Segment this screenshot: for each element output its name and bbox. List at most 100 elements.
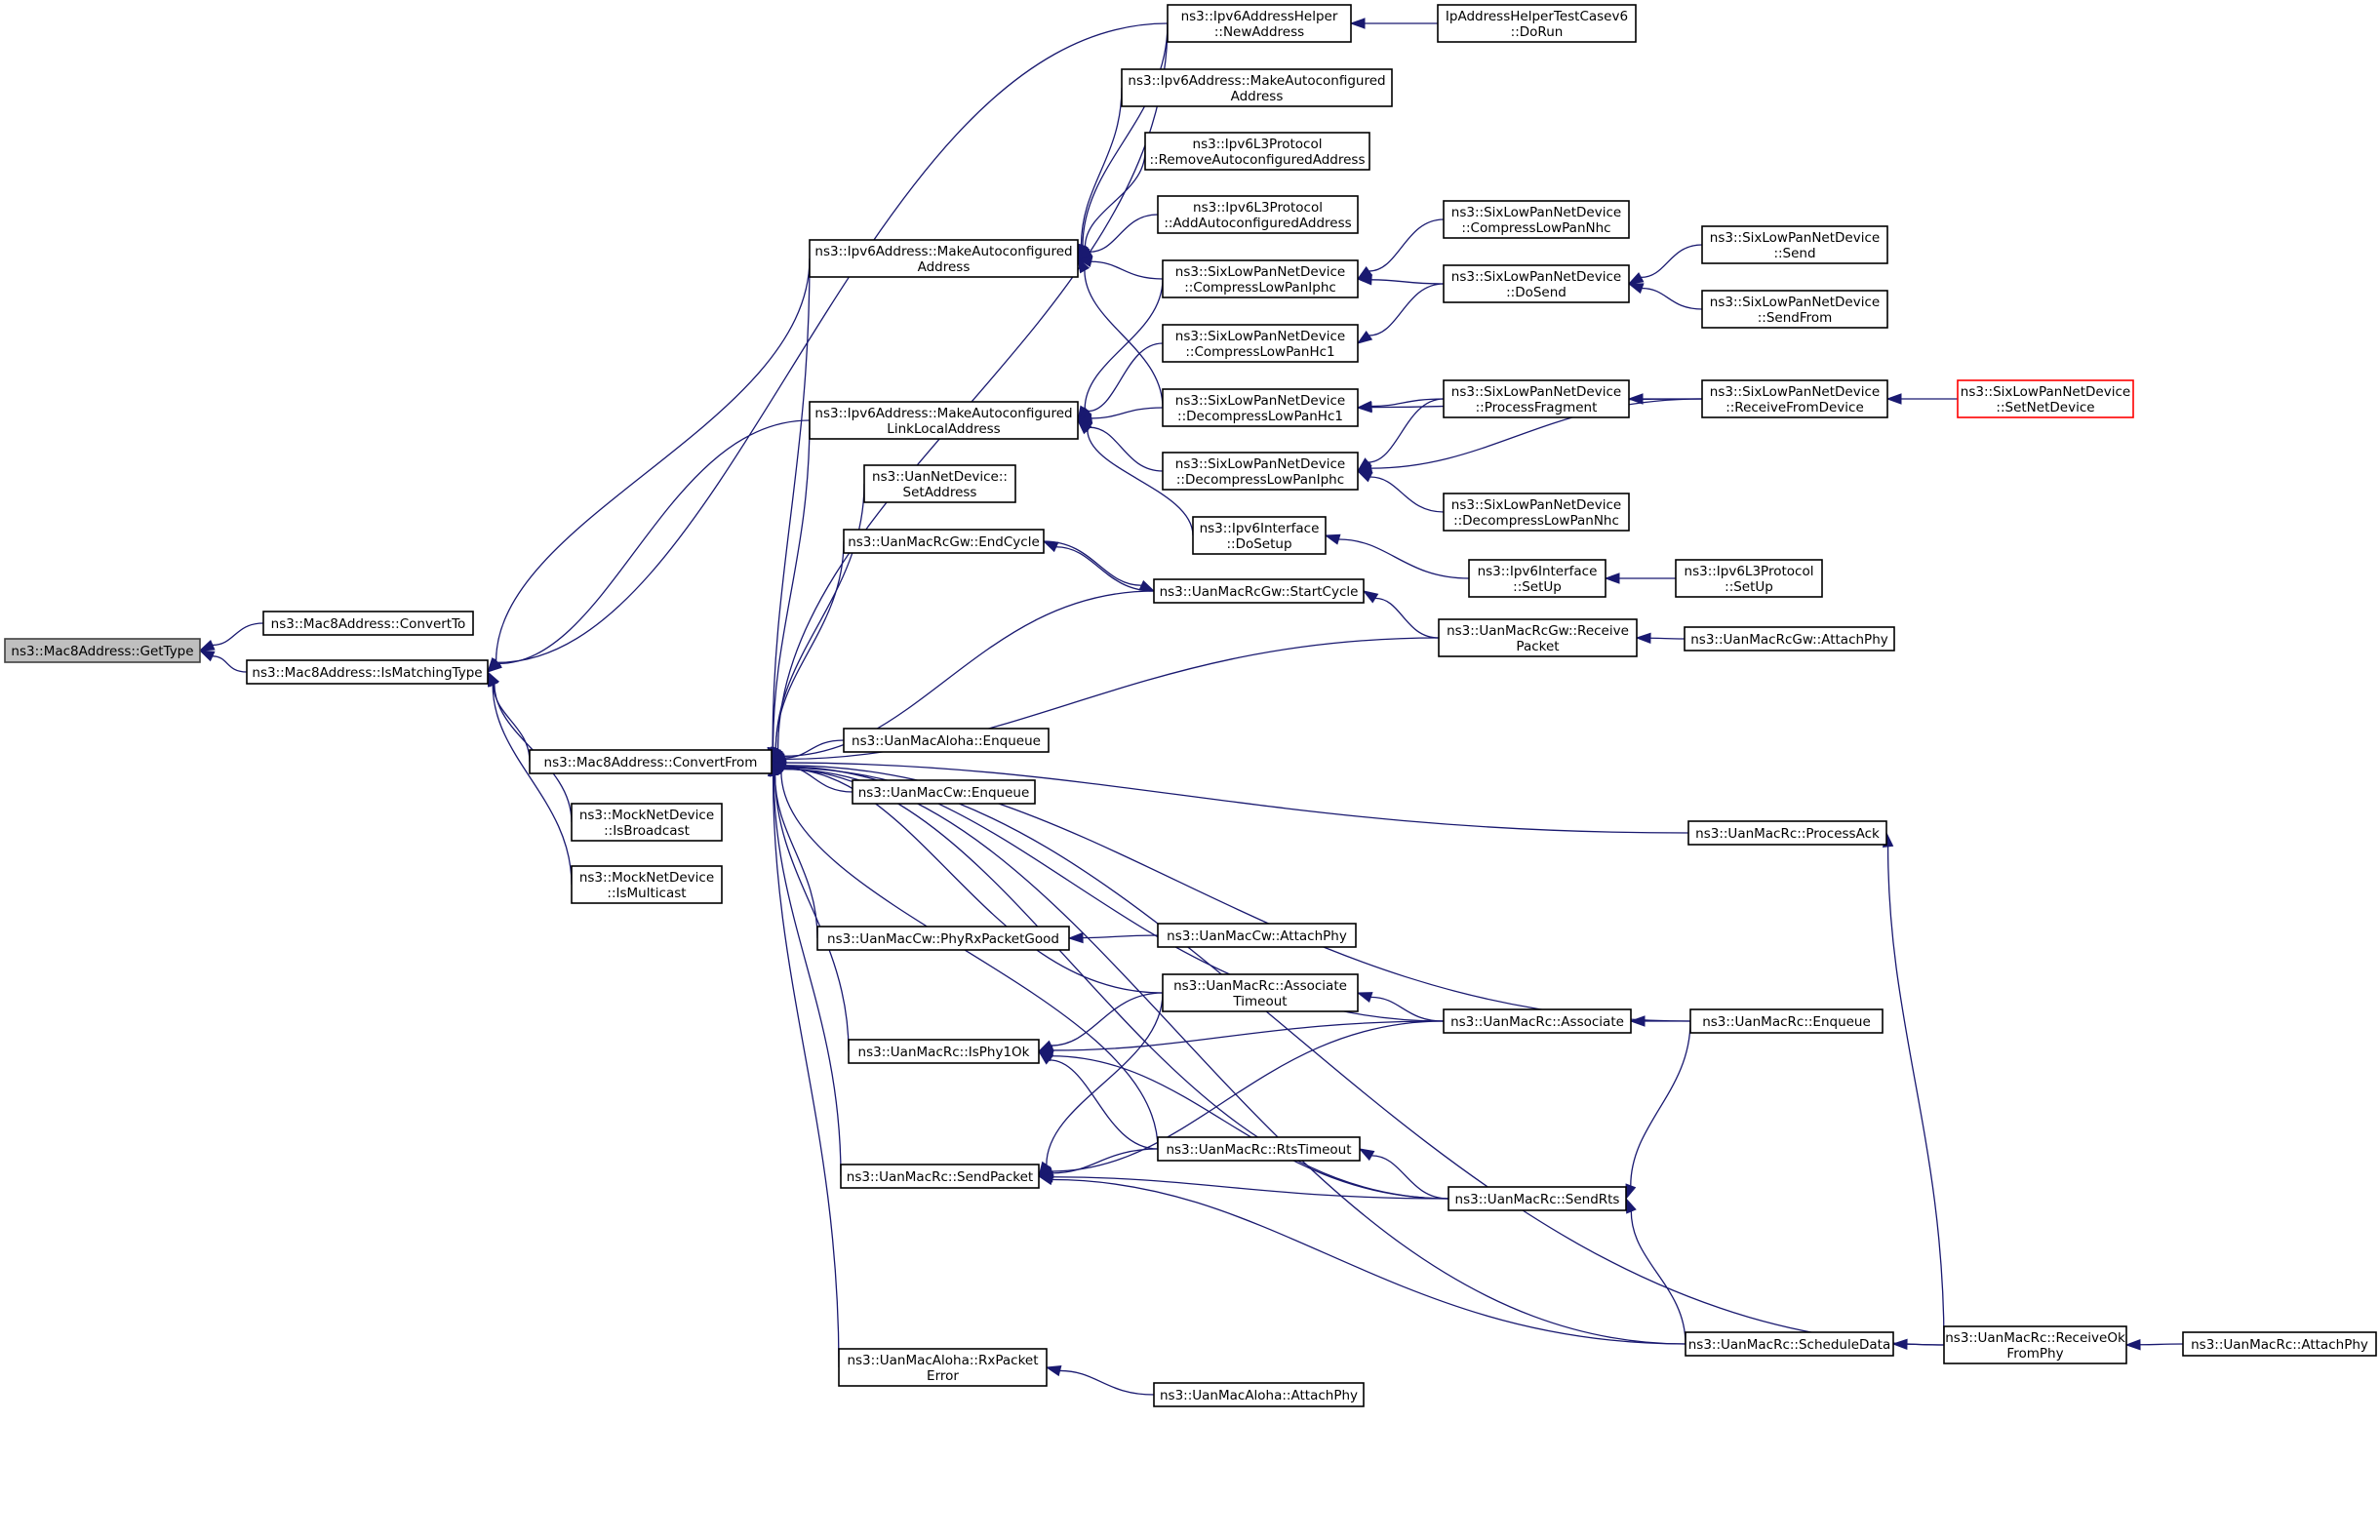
node-decompIphc[interactable]: ns3::SixLowPanNetDevice::DecompressLowPa… — [1162, 452, 1359, 491]
node-getType[interactable]: ns3::Mac8Address::GetType — [4, 638, 201, 663]
node-label: Address — [918, 259, 971, 275]
node-box — [1443, 493, 1630, 532]
node-mockMcast[interactable]: ns3::MockNetDevice::IsMulticast — [571, 865, 723, 904]
node-procFrag[interactable]: ns3::SixLowPanNetDevice::ProcessFragment — [1443, 379, 1630, 418]
node-recvFromDev[interactable]: ns3::SixLowPanNetDevice::ReceiveFromDevi… — [1701, 379, 1888, 418]
node-makeAuto[interactable]: ns3::Ipv6Address::MakeAutoconfiguredAddr… — [809, 239, 1079, 278]
edge-mockMcast-to-isMatching — [487, 670, 573, 886]
node-compIphc[interactable]: ns3::SixLowPanNetDevice::CompressLowPanI… — [1162, 259, 1359, 298]
edge-decompHc1-to-makeAuto — [1077, 257, 1164, 409]
edge-rtsTimeout-to-isPhy1Ok — [1037, 1050, 1159, 1150]
edge-line — [1368, 218, 1445, 272]
edge-gwAttach-to-gwRecv — [1635, 632, 1686, 645]
node-box — [1701, 379, 1888, 418]
node-newAddr[interactable]: ns3::Ipv6AddressHelper::NewAddress — [1167, 4, 1352, 43]
node-label: ns3::Mac8Address::IsMatchingType — [252, 665, 482, 681]
node-sendPacket[interactable]: ns3::UanMacRc::SendPacket — [840, 1164, 1040, 1189]
node-label: ns3::UanMacRc::SendPacket — [847, 1169, 1033, 1185]
node-rcEnqueue[interactable]: ns3::UanMacRc::Enqueue — [1689, 1008, 1884, 1034]
node-box — [4, 638, 201, 663]
edge-alohaRxErr-to-convertFrom — [767, 760, 840, 1368]
arrowhead — [1356, 331, 1373, 344]
node-box — [848, 1039, 1040, 1064]
node-gwAttach[interactable]: ns3::UanMacRcGw::AttachPhy — [1684, 626, 1895, 652]
node-processAck[interactable]: ns3::UanMacRc::ProcessAck — [1687, 820, 1887, 846]
node-makeLL[interactable]: ns3::Ipv6Address::MakeAutoconfiguredLink… — [809, 401, 1079, 440]
node-compNhc[interactable]: ns3::SixLowPanNetDevice::CompressLowPanN… — [1443, 200, 1630, 239]
node-rcAttach[interactable]: ns3::UanMacRc::AttachPhy — [2182, 1331, 2377, 1357]
node-label: ::DoSetup — [1226, 536, 1291, 552]
node-l3SetUp[interactable]: ns3::Ipv6L3Protocol::SetUp — [1675, 559, 1823, 598]
edge-line — [1630, 1020, 1691, 1186]
node-doSend[interactable]: ns3::SixLowPanNetDevice::DoSend — [1443, 264, 1630, 303]
node-decompHc1[interactable]: ns3::SixLowPanNetDevice::DecompressLowPa… — [1162, 388, 1359, 427]
node-send[interactable]: ns3::SixLowPanNetDevice::Send — [1701, 225, 1888, 264]
node-associate[interactable]: ns3::UanMacRc::Associate — [1443, 1008, 1632, 1034]
edge-line — [492, 685, 573, 886]
node-label: ::ReceiveFromDevice — [1726, 400, 1864, 415]
node-sendRts[interactable]: ns3::UanMacRc::SendRts — [1448, 1186, 1627, 1211]
node-sendFrom[interactable]: ns3::SixLowPanNetDevice::SendFrom — [1701, 290, 1888, 329]
arrowhead — [1356, 401, 1372, 414]
node-setNetDev[interactable]: ns3::SixLowPanNetDevice::SetNetDevice — [1957, 379, 2134, 418]
node-label: ns3::SixLowPanNetDevice — [1175, 329, 1345, 344]
arrowhead — [1627, 283, 1645, 295]
node-label: ns3::UanMacRcGw::EndCycle — [848, 534, 1040, 550]
node-gwStartCycle[interactable]: ns3::UanMacRcGw::StartCycle — [1153, 578, 1365, 604]
edge-line — [1046, 992, 1164, 1165]
node-label: ns3::UanMacRc::SendRts — [1455, 1192, 1620, 1207]
node-schedData[interactable]: ns3::UanMacRc::ScheduleData — [1685, 1331, 1894, 1357]
node-label: ::AddAutoconfiguredAddress — [1164, 216, 1351, 231]
node-layer: ns3::Mac8Address::GetTypens3::Mac8Addres… — [4, 4, 2377, 1407]
edge-line — [784, 739, 845, 759]
node-box — [1685, 1331, 1894, 1357]
node-ipv6SetUp[interactable]: ns3::Ipv6Interface::SetUp — [1468, 559, 1606, 598]
node-label: ::SetNetDevice — [1996, 400, 2094, 415]
node-alohaEnq[interactable]: ns3::UanMacAloha::Enqueue — [843, 728, 1050, 753]
node-convertFrom[interactable]: ns3::Mac8Address::ConvertFrom — [529, 749, 773, 774]
node-label: ns3::UanNetDevice:: — [872, 469, 1008, 485]
node-box — [1687, 820, 1887, 846]
node-isMatching[interactable]: ns3::Mac8Address::IsMatchingType — [246, 659, 489, 685]
node-box — [1167, 4, 1352, 43]
node-alohaAttach[interactable]: ns3::UanMacAloha::AttachPhy — [1153, 1382, 1365, 1407]
node-cwEnq[interactable]: ns3::UanMacCw::Enqueue — [852, 779, 1036, 805]
node-box — [1675, 559, 1823, 598]
edge-line — [1369, 476, 1445, 513]
node-cwAttach[interactable]: ns3::UanMacCw::AttachPhy — [1157, 923, 1357, 948]
edge-convertTo-to-getType — [198, 622, 264, 652]
node-box — [1443, 1008, 1632, 1034]
node-compHc1[interactable]: ns3::SixLowPanNetDevice::CompressLowPanH… — [1162, 324, 1359, 363]
edge-associate-to-isPhy1Ok — [1037, 1020, 1445, 1056]
node-makeAuto2[interactable]: ns3::Ipv6Address::MakeAutoconfiguredAddr… — [1121, 68, 1393, 107]
arrowhead — [1356, 274, 1372, 286]
node-mockBcast[interactable]: ns3::MockNetDevice::IsBroadcast — [571, 803, 723, 842]
node-decompNhc[interactable]: ns3::SixLowPanNetDevice::DecompressLowPa… — [1443, 493, 1630, 532]
node-cwPhyRx[interactable]: ns3::UanMacCw::PhyRxPacketGood — [816, 926, 1070, 951]
edge-line — [1055, 546, 1155, 592]
arrowhead — [486, 657, 502, 674]
node-label: ns3::UanMacAloha::Enqueue — [852, 733, 1041, 749]
node-convertTo[interactable]: ns3::Mac8Address::ConvertTo — [262, 611, 474, 636]
node-rtsTimeout[interactable]: ns3::UanMacRc::RtsTimeout — [1157, 1136, 1361, 1162]
node-addAuto[interactable]: ns3::Ipv6L3Protocol::AddAutoconfiguredAd… — [1157, 195, 1359, 234]
edge-line — [1371, 1155, 1449, 1200]
edge-cwAttach-to-cwPhyRx — [1067, 931, 1159, 944]
edge-line — [1906, 1343, 1945, 1346]
node-label: ns3::UanMacAloha::AttachPhy — [1160, 1388, 1358, 1403]
node-ipHelperTest[interactable]: IpAddressHelperTestCasev6::DoRun — [1437, 4, 1637, 43]
edge-setNetDev-to-recvFromDev — [1885, 393, 1958, 405]
edge-line — [772, 774, 840, 1368]
node-ipv6DoSetup[interactable]: ns3::Ipv6Interface::DoSetup — [1192, 516, 1327, 555]
edge-line — [1090, 214, 1159, 253]
node-box — [1689, 1008, 1884, 1034]
node-gwEndCycle[interactable]: ns3::UanMacRcGw::EndCycle — [843, 529, 1045, 554]
node-label: ns3::SixLowPanNetDevice — [1175, 264, 1345, 280]
node-uanSetAddr[interactable]: ns3::UanNetDevice::SetAddress — [863, 464, 1016, 503]
node-removeAuto[interactable]: ns3::Ipv6L3Protocol::RemoveAutoconfigure… — [1144, 132, 1370, 171]
node-isPhy1Ok[interactable]: ns3::UanMacRc::IsPhy1Ok — [848, 1039, 1040, 1064]
